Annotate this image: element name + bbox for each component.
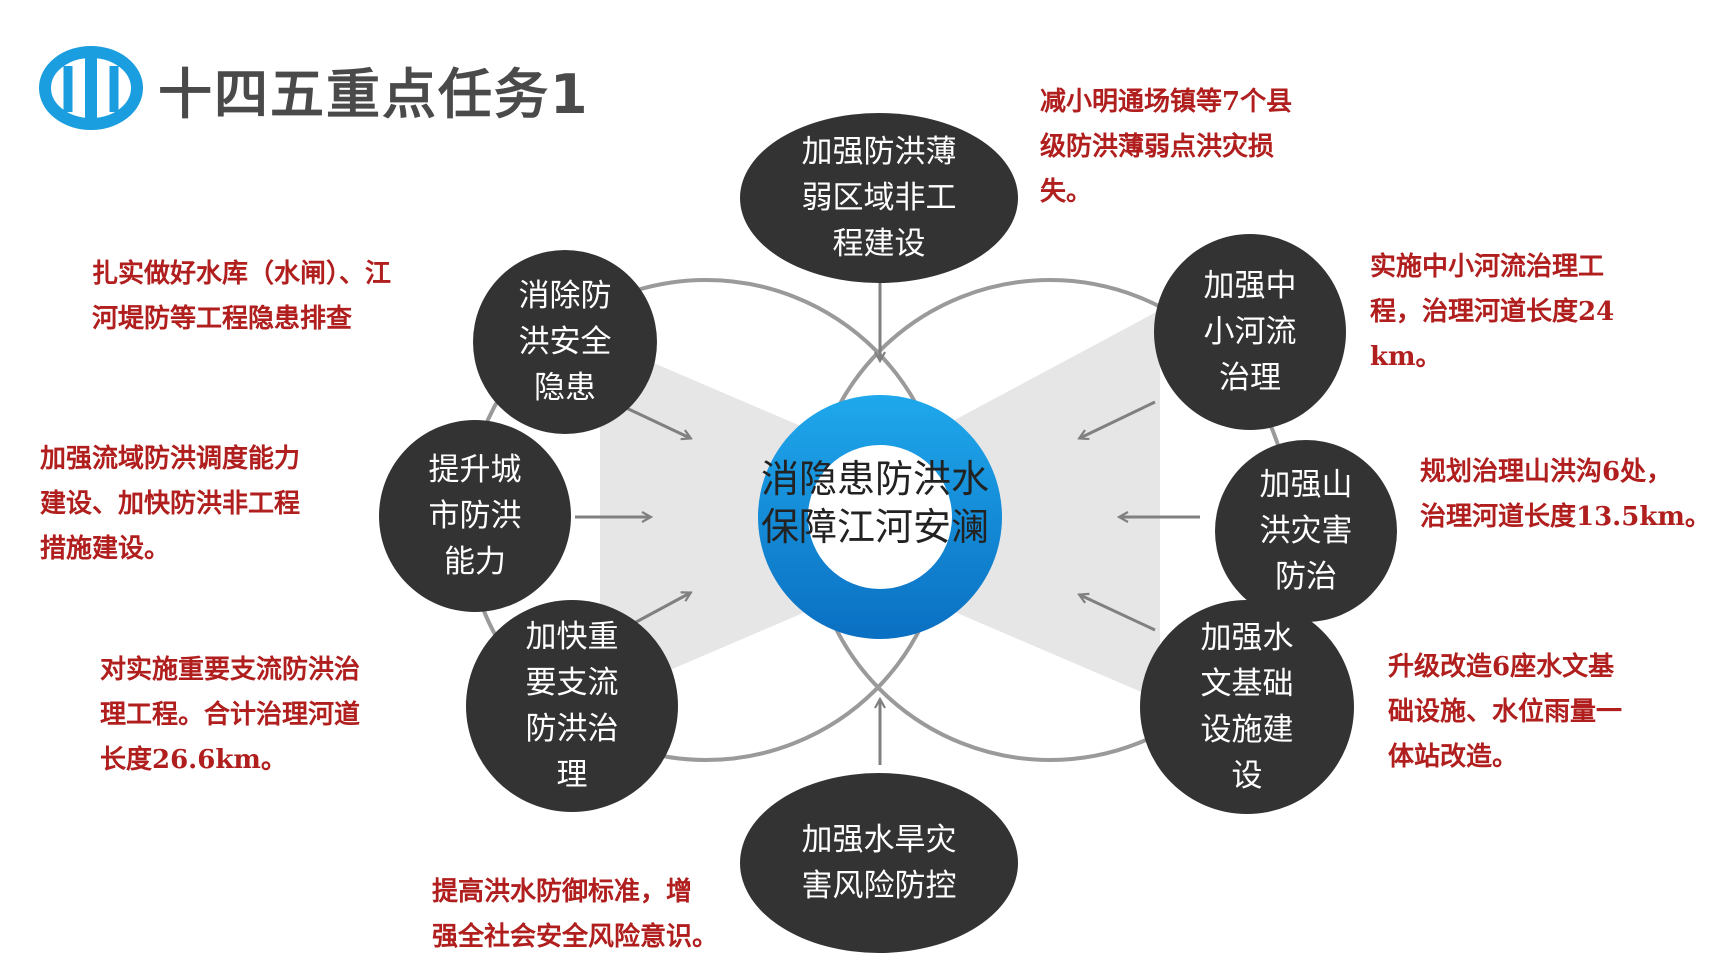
node-top-label: 加强防洪薄 弱区域非工 程建设 xyxy=(801,134,957,262)
node-lower-right[interactable]: 加强水 文基础 设施建 设 xyxy=(1140,600,1354,814)
note-lower-left: 对实施重要支流防洪治 理工程。合计治理河道 长度26.6km。 xyxy=(100,655,361,775)
arrow-lower-right xyxy=(1080,595,1156,632)
note-right: 规划治理山洪沟6处， 治理河道长度13.5km。 xyxy=(1420,457,1711,532)
node-upper-right-label: 加强中 小河流 治理 xyxy=(1203,268,1297,396)
note-upper-left: 扎实做好水库（水闸）、江 河堤防等工程隐患排查 xyxy=(92,259,392,334)
node-right-label: 加强山 洪灾害 防治 xyxy=(1259,467,1353,595)
node-lower-right-label: 加强水 文基础 设施建 设 xyxy=(1200,620,1294,794)
node-bottom-label: 加强水旱灾 害风险防控 xyxy=(801,822,957,904)
arrow-upper-right xyxy=(1080,400,1156,438)
note-left: 加强流域防洪调度能力 建设、加快防洪非工程 措施建设。 xyxy=(40,444,301,564)
node-upper-right[interactable]: 加强中 小河流 治理 xyxy=(1154,234,1346,430)
node-bottom[interactable]: 加强水旱灾 害风险防控 xyxy=(740,773,1018,953)
node-left-label: 提升城 市防洪 能力 xyxy=(428,452,522,580)
page-title: 十四五重点任务1 xyxy=(158,63,590,126)
node-upper-left-label: 消除防 洪安全 隐患 xyxy=(518,278,612,406)
center-text: 消隐患防洪水 保障江河安澜 xyxy=(760,457,989,549)
note-upper-right: 实施中小河流治理工 程，治理河道长度24 km。 xyxy=(1370,252,1615,372)
center-ring-hole xyxy=(808,445,952,589)
node-right[interactable]: 加强山 洪灾害 防治 xyxy=(1215,440,1397,622)
note-lower-right: 升级改造6座水文基 础设施、水位雨量一 体站改造。 xyxy=(1388,652,1623,772)
node-left[interactable]: 提升城 市防洪 能力 xyxy=(379,420,571,612)
note-bottom: 提高洪水防御标准，增 强全社会安全风险意识。 xyxy=(432,877,719,952)
node-top[interactable]: 加强防洪薄 弱区域非工 程建设 xyxy=(740,113,1018,283)
note-top: 减小明通场镇等7个县 级防洪薄弱点洪灾损 失。 xyxy=(1040,87,1293,207)
node-lower-left-label: 加快重 要支流 防洪治 理 xyxy=(525,619,619,793)
node-lower-left[interactable]: 加快重 要支流 防洪治 理 xyxy=(466,600,678,812)
node-upper-left[interactable]: 消除防 洪安全 隐患 xyxy=(473,250,657,434)
water-logo-icon xyxy=(39,46,143,130)
arrow-upper-left xyxy=(619,403,690,438)
